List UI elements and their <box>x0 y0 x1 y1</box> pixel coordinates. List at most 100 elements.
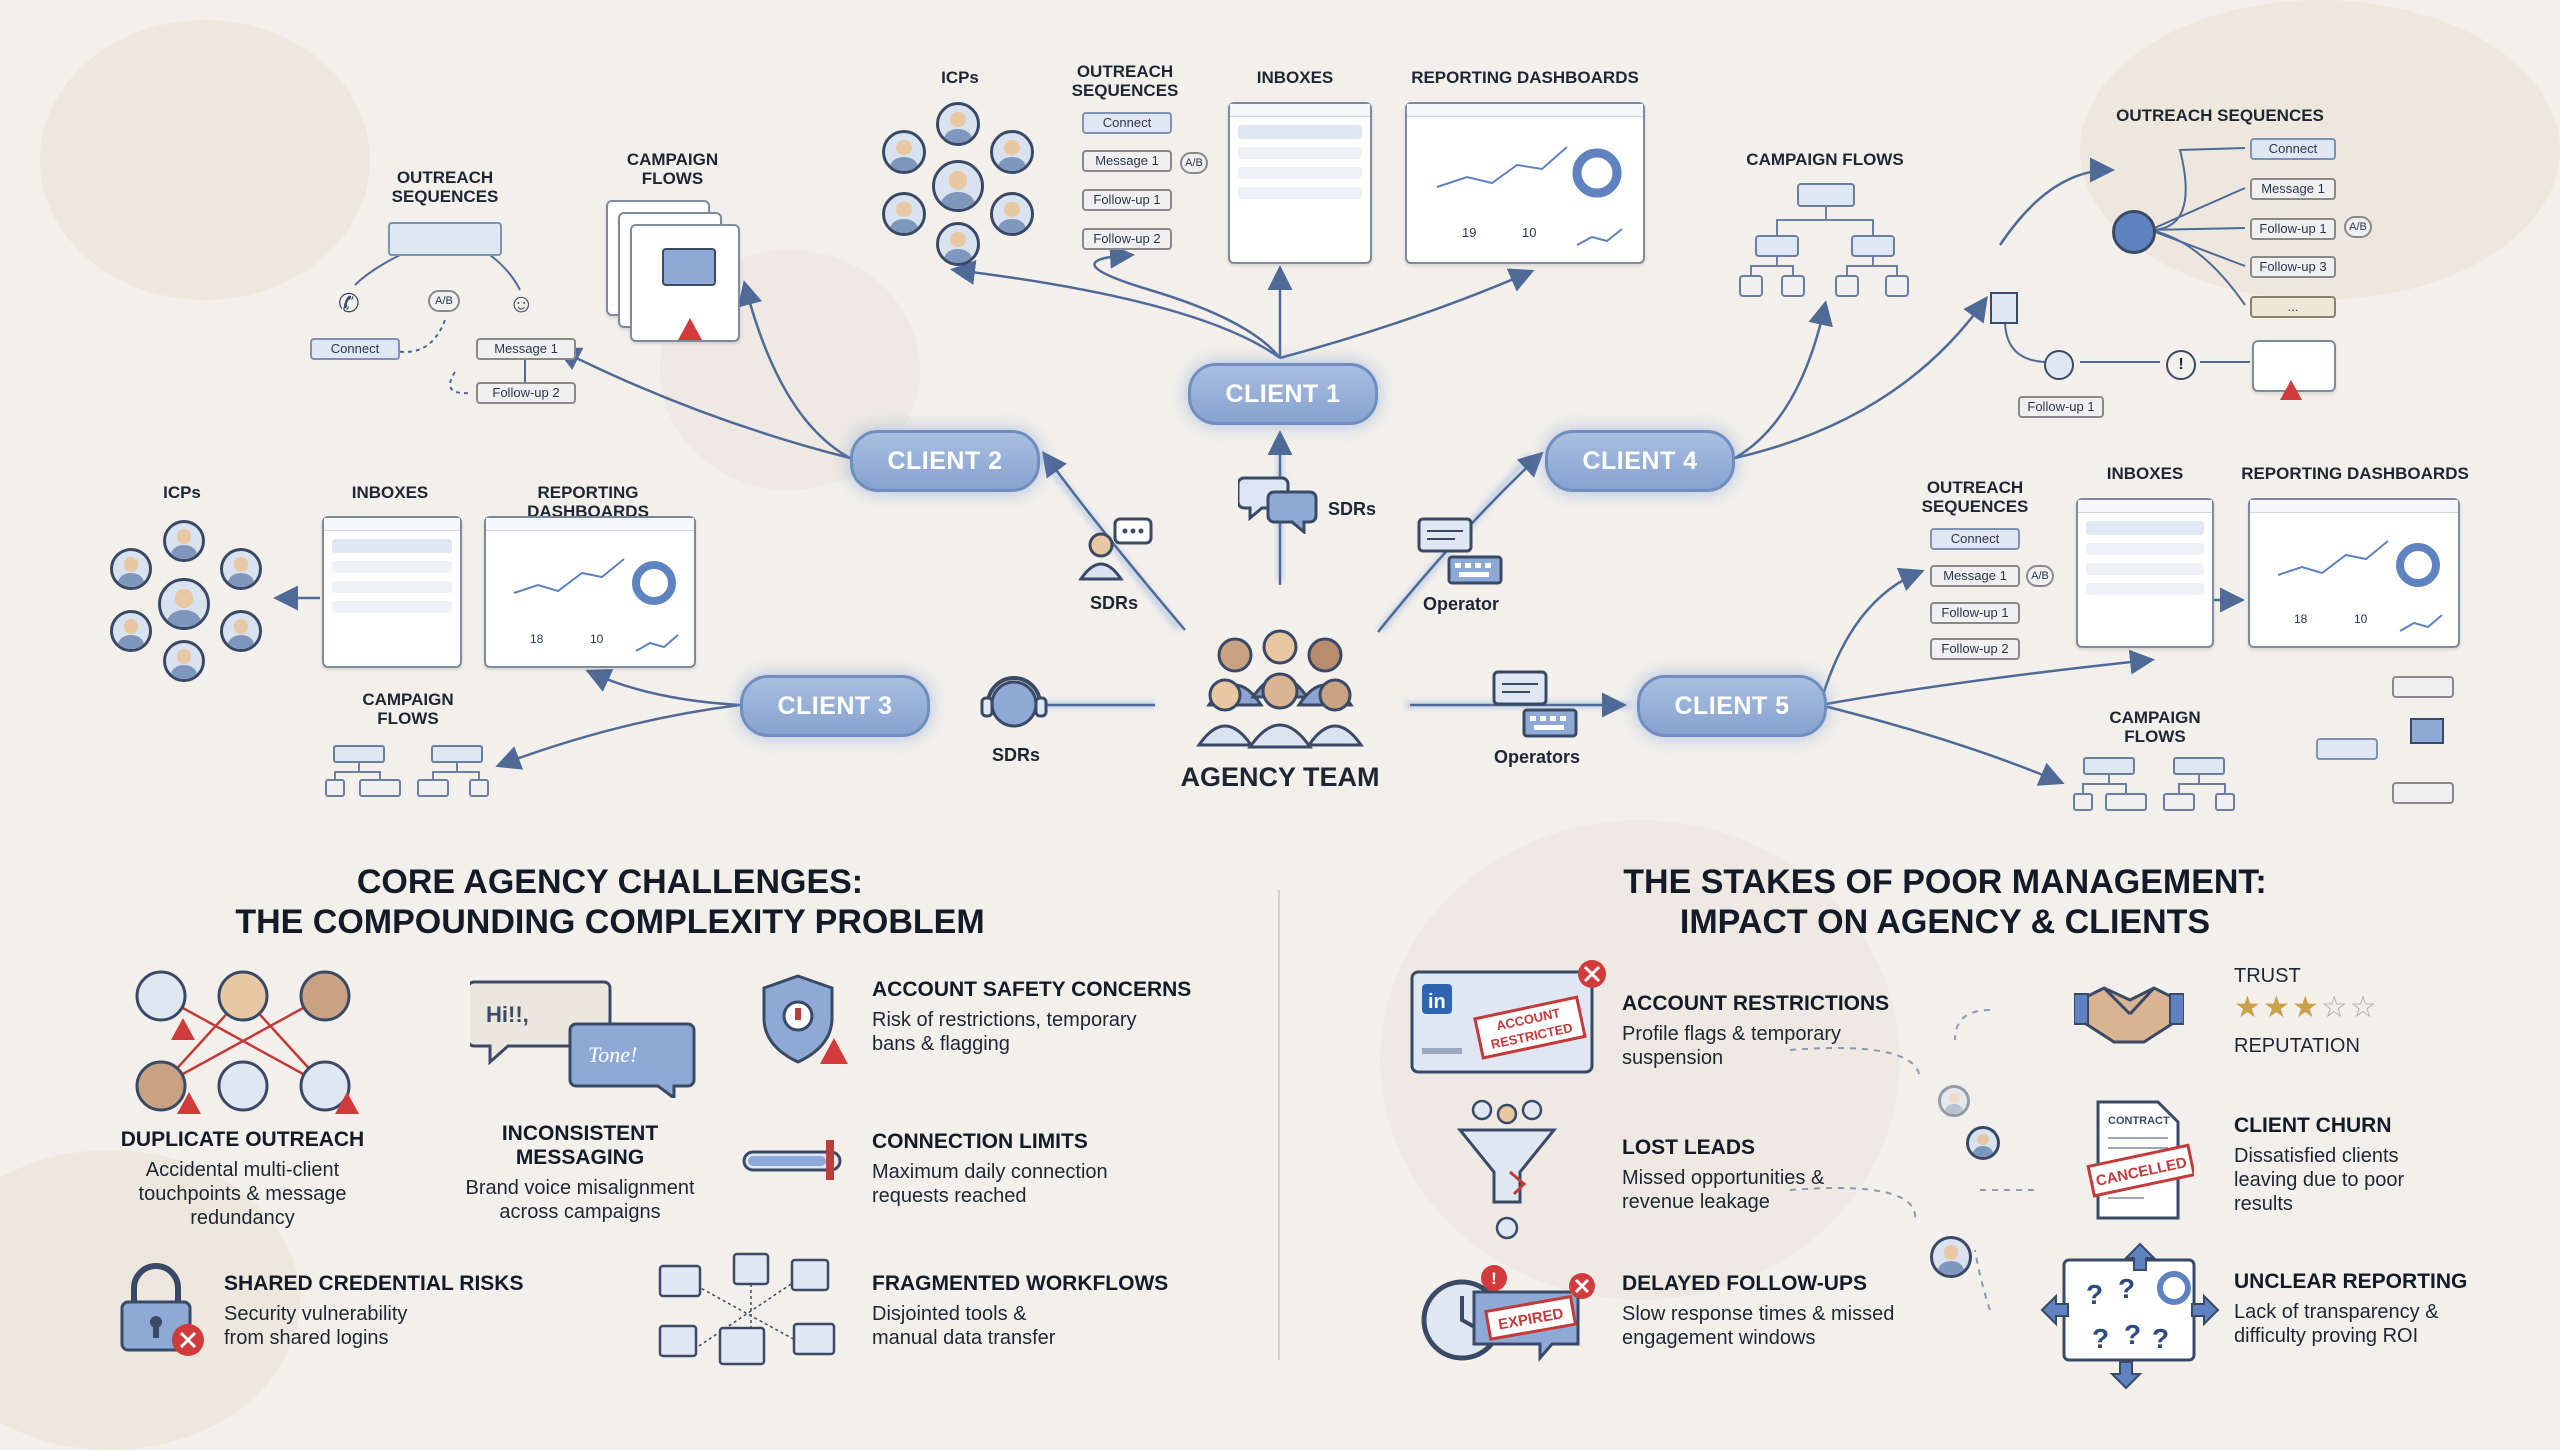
client1-outreach-text: OUTREACH SEQUENCES <box>1071 62 1179 100</box>
duplicate-outreach-title: DUPLICATE OUTREACH <box>120 1128 365 1151</box>
fragmented-workflows-text: Disjointed tools & manual data transfer <box>872 1303 1056 1349</box>
client-4-node: CLIENT 4 <box>1545 430 1735 492</box>
client1-outreach-label: OUTREACH SEQUENCES <box>1060 62 1190 100</box>
warning-icon <box>678 318 702 340</box>
unclear-reporting-title: UNCLEAR REPORTING <box>2234 1270 2468 1293</box>
connection-limit-gauge-icon <box>740 1136 860 1187</box>
bubble-tone-text: Tone! <box>588 1042 637 1067</box>
duplicate-outreach-text: Accidental multi-client touchpoints & me… <box>138 1159 347 1229</box>
operator-label: Operator <box>1423 594 1500 614</box>
svg-text:?: ? <box>2118 1273 2135 1304</box>
chat-bubbles-icon <box>1236 470 1322 539</box>
step-follow-up-1: Follow-up 1 <box>1082 189 1172 211</box>
unclear-reporting-text: Lack of transparency & difficulty provin… <box>2234 1301 2439 1347</box>
lock-icon <box>118 1262 208 1365</box>
alert-circle-icon: ! <box>2166 350 2196 380</box>
client1-icps-label: ICPs <box>941 68 979 87</box>
step-follow-up-1: Follow-up 1 <box>1930 602 2020 624</box>
agency-team-label: AGENCY TEAM <box>1180 762 1380 792</box>
client5-dashboard-window: 18 10 <box>2248 498 2460 648</box>
client4-outreach-label: OUTREACH SEQUENCES <box>2116 106 2324 125</box>
fragmented-workflows-title: FRAGMENTED WORKFLOWS <box>872 1272 1169 1295</box>
challenges-title: CORE AGENCY CHALLENGES: THE COMPOUNDING … <box>190 862 1030 942</box>
phone-icon: ✆ <box>338 288 360 318</box>
svg-text:?: ? <box>2152 1323 2169 1354</box>
shared-credentials-text: Security vulnerability from shared login… <box>224 1303 408 1349</box>
stakes-title: THE STAKES OF POOR MANAGEMENT: IMPACT ON… <box>1530 862 2360 942</box>
client2-campaign-label: CAMPAIGN FLOWS <box>626 150 719 188</box>
client-5-node: CLIENT 5 <box>1637 675 1827 737</box>
linkedin-hub-icon <box>2112 210 2156 254</box>
client4-campaign-label: CAMPAIGN FLOWS <box>1746 150 1904 169</box>
headset-icon <box>978 670 1050 741</box>
step-follow-up-2: Follow-up 2 <box>1082 228 1172 250</box>
inconsistent-messaging-title: INCONSISTENT MESSAGING <box>501 1122 659 1169</box>
challenges-title-line2: THE COMPOUNDING COMPLEXITY PROBLEM <box>235 903 985 941</box>
client3-icps-label: ICPs <box>163 483 201 502</box>
ab-badge: A/B <box>2026 565 2054 587</box>
section-divider <box>1278 890 1280 1360</box>
svg-text:in: in <box>1428 991 1446 1013</box>
ab-badge: A/B <box>1180 152 1208 174</box>
client-1-node: CLIENT 1 <box>1188 363 1378 425</box>
account-restrictions-title: ACCOUNT RESTRICTIONS <box>1622 992 1890 1015</box>
client4-campaign-flow <box>1738 180 1912 305</box>
dash-value-1: 18 <box>2294 612 2308 626</box>
duplicate-outreach-icon <box>125 968 365 1121</box>
star-empty-icon: ☆ <box>2320 991 2350 1024</box>
trust-label: TRUST <box>2234 965 2301 987</box>
ab-badge: A/B <box>2344 216 2372 238</box>
account-restrictions-text: Profile flags & temporary suspension <box>1622 1023 1841 1069</box>
client-3-node: CLIENT 3 <box>740 675 930 737</box>
lost-leads-title: LOST LEADS <box>1622 1136 1756 1159</box>
svg-text:!: ! <box>1491 1269 1497 1288</box>
sdrs-label-left: SDRs <box>1090 593 1139 613</box>
inconsistent-messaging-icon: Hi!!, Tone! <box>466 978 700 1103</box>
connection-limits-title: CONNECTION LIMITS <box>872 1130 1088 1153</box>
chat-doc-icon <box>662 248 716 286</box>
sdrs-label-bottom: SDRs <box>992 745 1041 765</box>
star-filled-icon: ★ <box>2234 991 2263 1024</box>
step-message-1: Message 1 <box>2250 178 2336 200</box>
warning-icon <box>2280 380 2302 400</box>
funnel-leak-icon <box>1452 1098 1562 1247</box>
star-filled-icon: ★ <box>2262 991 2292 1024</box>
client5-inboxes-label: INBOXES <box>2106 464 2184 483</box>
step-follow-up-2: Follow-up 2 <box>1930 638 2020 660</box>
client-churn-text: Dissatisfied clients leaving due to poor… <box>2234 1145 2405 1215</box>
step-message-1: Message 1 <box>1082 150 1172 172</box>
challenges-title-line1: CORE AGENCY CHALLENGES: <box>356 863 864 901</box>
client1-dashboard-window: 19 10 <box>1405 102 1645 264</box>
dash-value-1: 19 <box>1462 225 1476 240</box>
client3-dashboard-window: 18 10 <box>484 516 696 668</box>
client5-campaign-label: CAMPAIGN FLOWS <box>2109 708 2201 746</box>
dash-value-2: 10 <box>2354 612 2368 626</box>
dash-value-2: 10 <box>590 632 604 646</box>
ab-badge: A/B <box>428 290 460 312</box>
account-safety-title: ACCOUNT SAFETY CONCERNS <box>872 978 1192 1001</box>
client3-inboxes-label: INBOXES <box>351 483 429 502</box>
operators-label: Operators <box>1494 747 1581 767</box>
client-2-node: CLIENT 2 <box>850 430 1040 492</box>
fragmented-workflows-icon <box>656 1250 846 1375</box>
dash-value-1: 18 <box>530 632 544 646</box>
reputation-label: REPUTATION <box>2234 1035 2360 1057</box>
svg-text:?: ? <box>2086 1279 2103 1310</box>
client-churn-title: CLIENT CHURN <box>2234 1114 2392 1137</box>
unclear-reporting-icon: ????? <box>2040 1240 2220 1395</box>
client5-inbox-window <box>2076 498 2214 648</box>
expired-clock-icon: EXPIRED ! <box>1420 1264 1600 1373</box>
delayed-followups-text: Slow response times & missed engagement … <box>1622 1303 1895 1349</box>
trust-star-rating: ★★★☆☆ <box>2234 990 2379 1025</box>
handshake-icon <box>2073 970 2185 1055</box>
step-connect: Connect <box>1930 528 2020 550</box>
dash-value-2: 10 <box>1522 225 1536 240</box>
user-phone-icon: ☺ <box>508 288 535 318</box>
contract-text: CONTRACT <box>2108 1115 2170 1127</box>
sdrs-label-center: SDRs <box>1328 499 1377 519</box>
bubble-hi-text: Hi!!, <box>486 1002 529 1027</box>
step-follow-up-3: Follow-up 3 <box>2250 256 2336 278</box>
svg-text:?: ? <box>2124 1319 2141 1350</box>
star-filled-icon: ★ <box>2291 991 2321 1024</box>
